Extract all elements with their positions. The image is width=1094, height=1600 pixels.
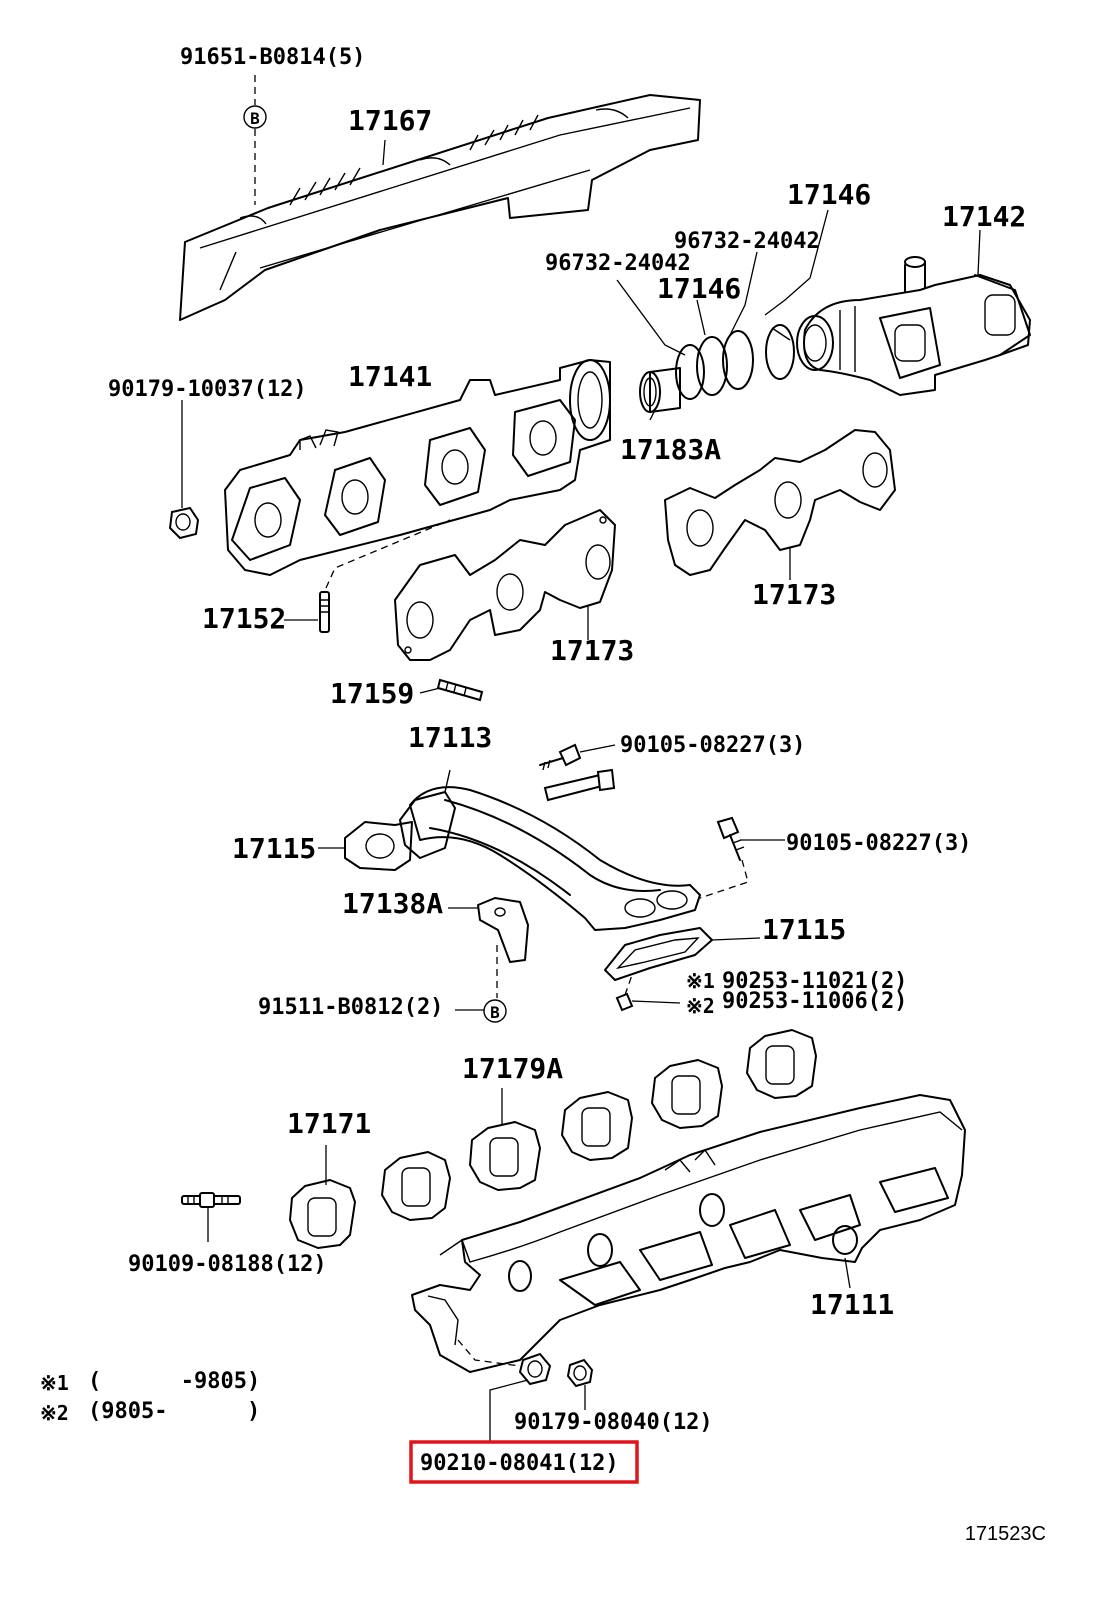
- label-90179-08040: 90179-08040(12): [514, 1410, 713, 1435]
- note-range-2: (9805- ): [88, 1399, 260, 1424]
- long-stud[interactable]: [543, 768, 616, 802]
- sleeve-17183A[interactable]: [639, 367, 681, 413]
- pin-90253[interactable]: [615, 992, 634, 1012]
- note-mark-1: ※1: [40, 1371, 69, 1395]
- gasket-17173-right[interactable]: [664, 429, 896, 576]
- nut-90179-08040[interactable]: [566, 1358, 594, 1388]
- gasket-17171[interactable]: [289, 1179, 356, 1249]
- svg-text:B: B: [250, 109, 260, 128]
- label-17146-mid: 17146: [657, 272, 741, 305]
- label-17141: 17141: [348, 360, 432, 393]
- label-17179A: 17179A: [462, 1052, 563, 1085]
- outlet-manifold-17141[interactable]: [224, 359, 611, 576]
- label-17159: 17159: [330, 677, 414, 710]
- gasket-17179A-5: [746, 1029, 817, 1099]
- label-17146-top: 17146: [787, 178, 871, 211]
- callout-b-bottom: B: [483, 999, 507, 1023]
- svg-text:B: B: [490, 1003, 500, 1022]
- label-17142: 17142: [942, 200, 1026, 233]
- label-17152: 17152: [202, 602, 286, 635]
- label-90109: 90109-08188(12): [128, 1252, 327, 1277]
- note-mark-2: ※2: [40, 1401, 69, 1425]
- seal-rings-17146[interactable]: [675, 324, 795, 400]
- gasket-17179A-4: [651, 1059, 723, 1129]
- label-96732-upper: 96732-24042: [674, 229, 820, 254]
- label-17167: 17167: [348, 104, 432, 137]
- label-17113: 17113: [408, 721, 492, 754]
- label-17138A: 17138A: [342, 887, 443, 920]
- label-90253-11021: 90253-11021(2): [722, 969, 907, 994]
- label-17115-right: 17115: [762, 913, 846, 946]
- stud-17159[interactable]: [436, 678, 484, 702]
- label-90105-right: 90105-08227(3): [786, 831, 971, 856]
- gasket-17179A-3: [561, 1091, 633, 1161]
- label-90105-top: 90105-08227(3): [620, 733, 805, 758]
- exhaust-manifold-17111[interactable]: [411, 1094, 966, 1373]
- bolt-90105-top[interactable]: [539, 743, 582, 771]
- gasket-17179A-2[interactable]: [469, 1121, 541, 1191]
- label-17173-right: 17173: [752, 578, 836, 611]
- mark-1-upper: ※1: [686, 969, 715, 993]
- highlight-box: [409, 1440, 639, 1484]
- gasket-17115-left[interactable]: [344, 821, 413, 871]
- label-91651: 91651-B0814(5): [180, 45, 365, 70]
- bolt-90105-right[interactable]: [716, 816, 745, 861]
- label-17111: 17111: [810, 1288, 894, 1321]
- label-17171: 17171: [287, 1107, 371, 1140]
- gasket-17179A-1: [381, 1151, 451, 1221]
- stud-90109[interactable]: [181, 1192, 241, 1208]
- label-90210-highlighted[interactable]: 90210-08041(12): [420, 1451, 619, 1476]
- label-96732-lower: 96732-24042: [545, 251, 691, 276]
- label-17173-left: 17173: [550, 634, 634, 667]
- nut-90179-10037[interactable]: [168, 506, 200, 540]
- heat-insulator-17167[interactable]: [179, 94, 701, 321]
- nut-90210[interactable]: [518, 1352, 552, 1386]
- bracket-17138A[interactable]: [477, 897, 529, 963]
- note-range-1: ( -9805): [88, 1369, 260, 1394]
- label-91511: 91511-B0812(2): [258, 995, 443, 1020]
- label-17183A: 17183A: [620, 433, 721, 466]
- label-17115-left: 17115: [232, 832, 316, 865]
- exhaust-pipe-17113[interactable]: [399, 769, 701, 931]
- label-90179-10037: 90179-10037(12): [108, 377, 307, 402]
- exhaust-pipe-17142[interactable]: [796, 256, 1031, 396]
- diagram-id: 171523C: [965, 1523, 1046, 1545]
- mark-2-upper: ※2: [686, 994, 715, 1018]
- callout-b-top: B: [243, 75, 267, 205]
- label-90253-11006: 90253-11006(2): [722, 989, 907, 1014]
- stud-17152[interactable]: [319, 591, 330, 633]
- gasket-17173-left[interactable]: [394, 509, 616, 661]
